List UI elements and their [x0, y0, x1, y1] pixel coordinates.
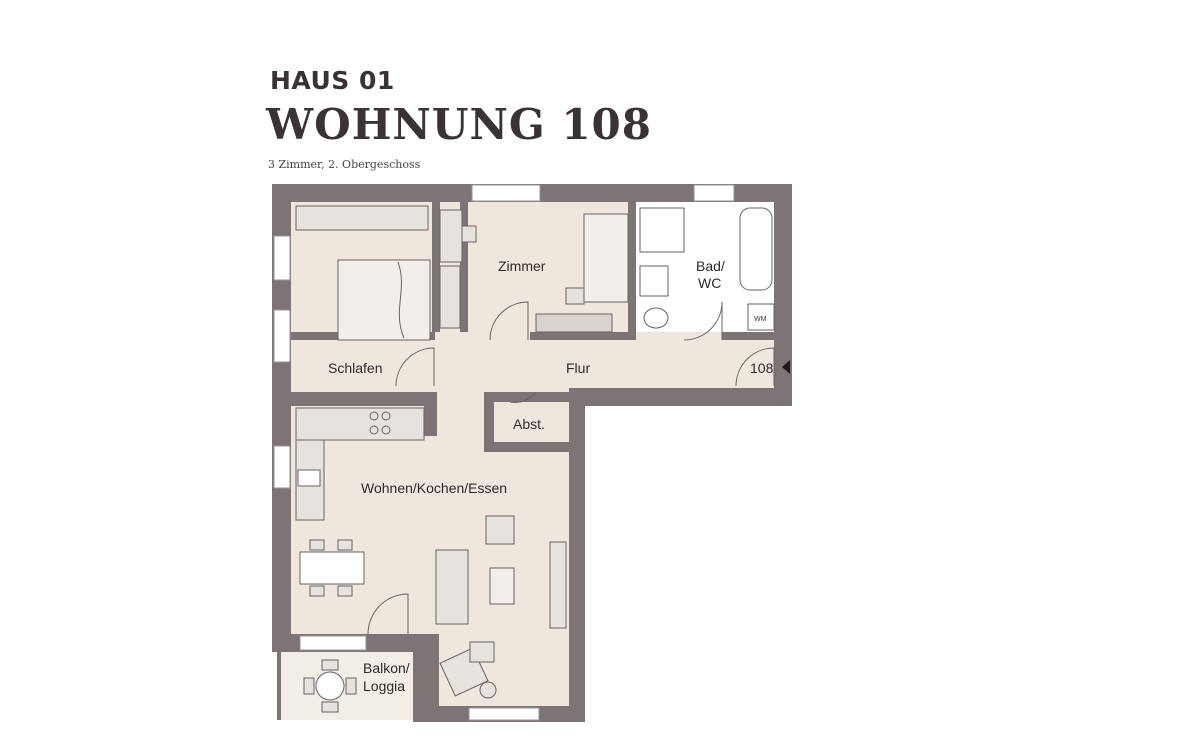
washing-machine: [747, 303, 775, 331]
floor-balcony: [277, 652, 413, 720]
wall-storage-south: [484, 442, 570, 452]
window-kitchen: [273, 445, 291, 489]
armchair: [485, 515, 515, 545]
balcony-chair: [321, 659, 339, 671]
nightstand: [565, 287, 585, 305]
footstool: [469, 641, 495, 663]
house-title: HAUS 01: [270, 66, 395, 95]
doors: [367, 301, 775, 635]
balcony-chair: [321, 701, 339, 713]
bed-blanket-fold: [397, 261, 405, 339]
stove: [369, 411, 391, 435]
furniture: [295, 205, 775, 713]
entrance-number: 108: [750, 360, 774, 376]
desk-chair: [461, 225, 477, 243]
room-label-schlafen: Schlafen: [328, 360, 382, 376]
walls: [272, 184, 792, 722]
coffee-table: [489, 567, 515, 605]
room-label-loggia: Loggia: [363, 678, 405, 694]
toilet: [643, 307, 669, 329]
window-balcony-door: [299, 635, 367, 651]
sofa: [435, 549, 469, 625]
door-entrance: [735, 347, 775, 387]
window-zimmer: [471, 184, 541, 202]
wall-study-east: [460, 202, 468, 332]
storage-floor: [494, 402, 569, 442]
desk: [439, 209, 463, 263]
balcony-chair: [345, 677, 357, 695]
wall-kitchen-north: [291, 392, 437, 406]
room-label-bad: Bad/: [696, 258, 725, 274]
window-living-south: [468, 707, 540, 721]
room-label-wohnen: Wohnen/Kochen/Essen: [361, 480, 507, 496]
balcony-wall: [277, 652, 281, 720]
wall-storage-west: [484, 392, 494, 452]
washer-label: WM: [754, 316, 767, 323]
wall-bedroom-east: [432, 202, 440, 332]
dining-table: [299, 551, 365, 585]
wall-room-south: [530, 332, 634, 340]
tv-sideboard: [549, 541, 567, 629]
room-label-zimmer: Zimmer: [498, 258, 546, 274]
entrance-arrow-icon: [782, 360, 790, 374]
dining-chair: [309, 539, 325, 551]
door-storage: [509, 391, 537, 403]
stove-burner: [369, 411, 379, 421]
dining-chair: [309, 585, 325, 597]
window-schlafen-2: [273, 309, 291, 363]
stove-burner: [381, 425, 391, 435]
unit-title: WOHNUNG 108: [266, 100, 653, 149]
shelf: [439, 265, 461, 329]
wardrobe: [295, 205, 429, 231]
balcony-chair: [303, 677, 315, 695]
wall-living-east: [569, 388, 585, 720]
dining-chair: [337, 539, 353, 551]
room-label-flur: Flur: [566, 360, 590, 376]
single-bed: [583, 213, 629, 303]
balcony-table: [315, 671, 345, 701]
wall-kitchen-stub: [424, 392, 437, 436]
wall-balcony-divider: [413, 634, 439, 722]
shower: [639, 207, 685, 253]
room-label-balkon: Balkon/: [363, 660, 410, 676]
room-label-abst: Abst.: [513, 416, 545, 432]
wall-storage: [484, 392, 570, 402]
window-bad: [693, 184, 735, 202]
window-schlafen-1: [273, 235, 291, 281]
door-balcony: [367, 593, 409, 635]
side-table: [479, 681, 497, 699]
door-bad: [683, 301, 723, 341]
door-zimmer: [489, 301, 529, 341]
stove-burner: [369, 425, 379, 435]
closet-hall: [535, 313, 613, 333]
door-schlafen: [395, 347, 435, 387]
wall-hall-south: [569, 388, 792, 406]
room-label-wc: WC: [698, 275, 721, 291]
kitchen-counter-top: [295, 407, 425, 441]
stove-burner: [381, 411, 391, 421]
wall-room-bath: [628, 202, 636, 340]
wall-bath-south: [722, 332, 774, 340]
kitchen-sink: [297, 469, 321, 487]
bathtub: [739, 207, 773, 291]
double-bed: [337, 259, 431, 341]
bath-sink: [639, 265, 669, 297]
wall-east: [774, 184, 792, 406]
windows: [273, 184, 735, 721]
unit-subtitle: 3 Zimmer, 2. Obergeschoss: [268, 158, 421, 171]
wall-west: [272, 184, 291, 652]
dining-chair: [337, 585, 353, 597]
